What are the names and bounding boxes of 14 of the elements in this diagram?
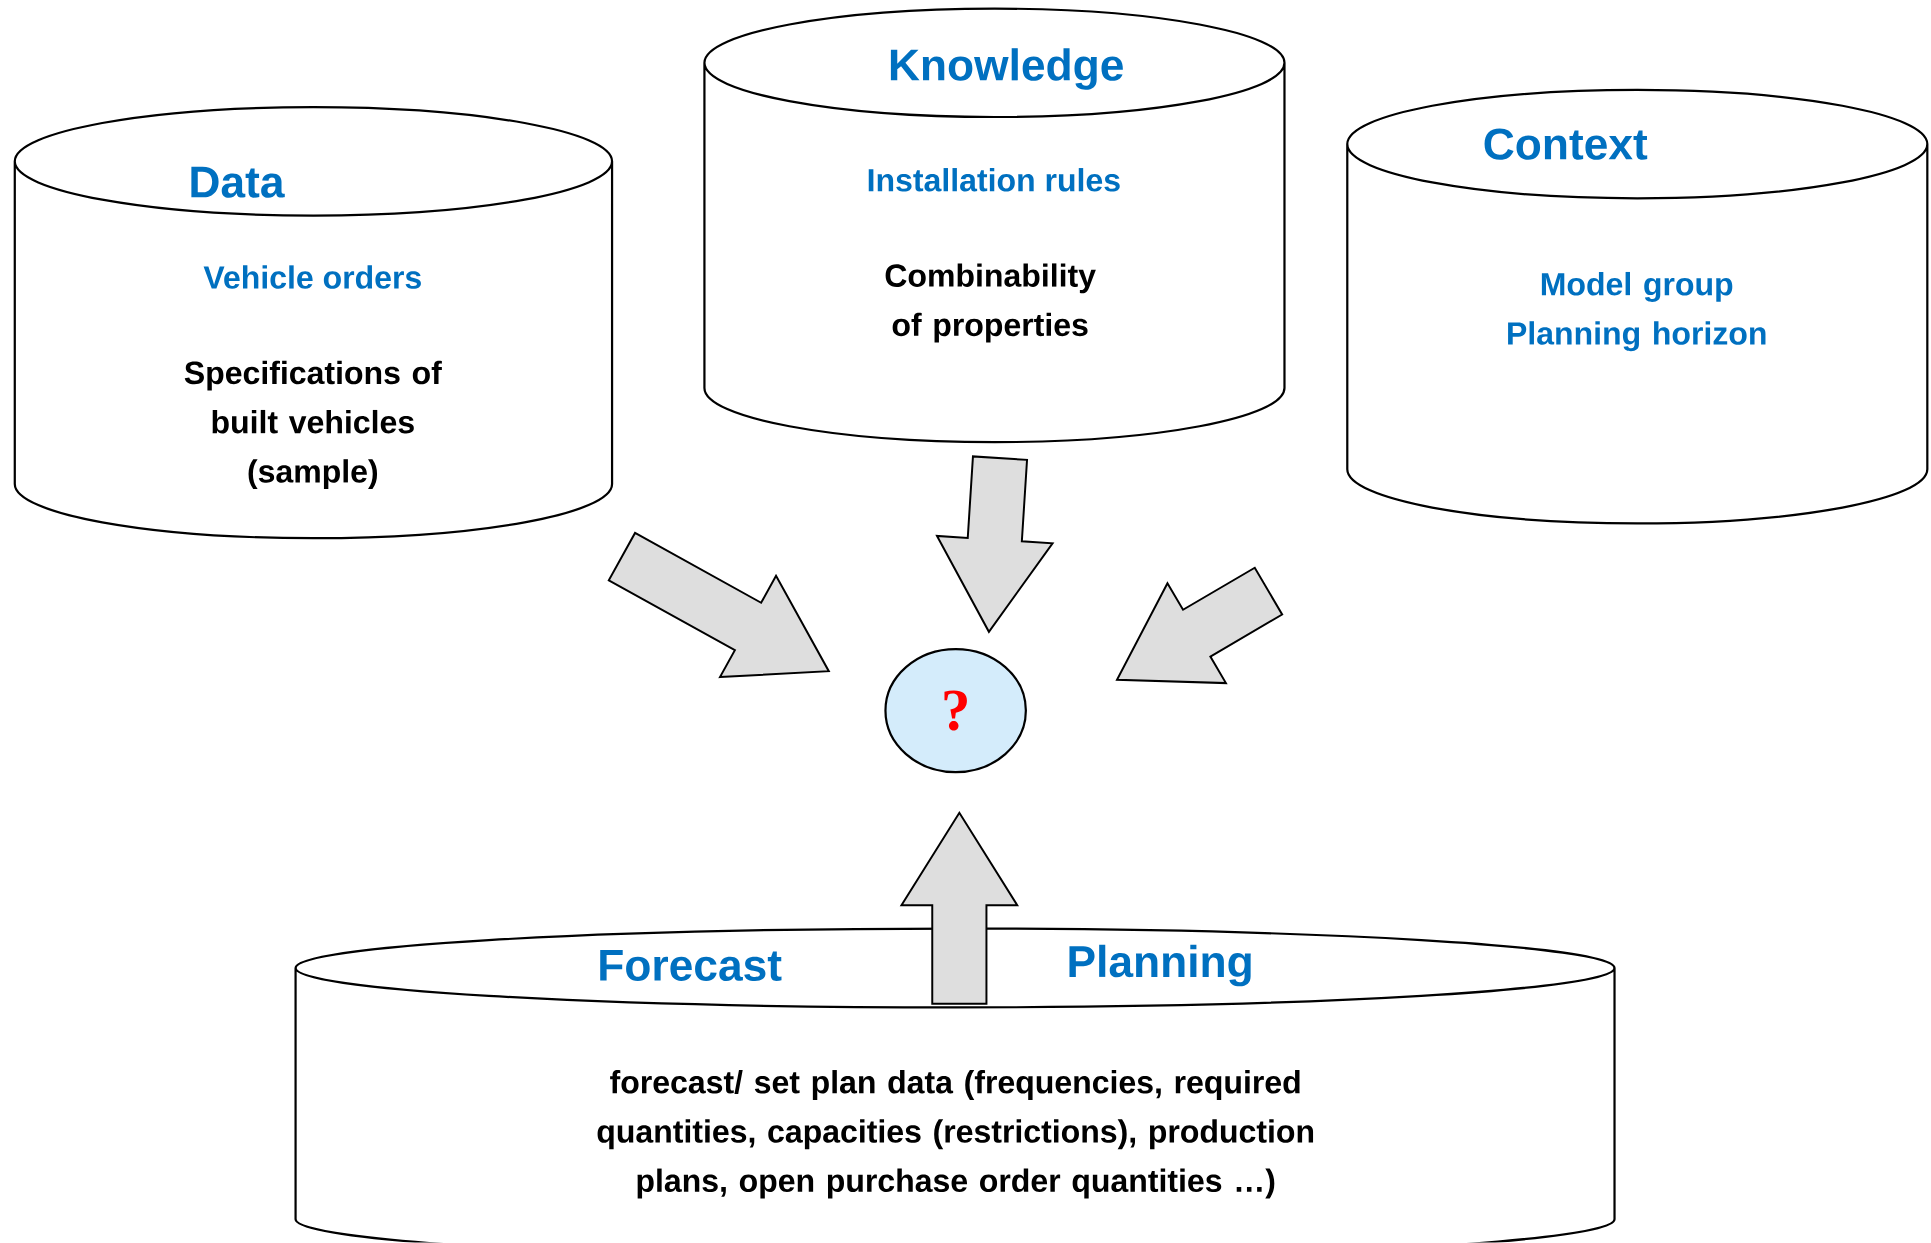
cylinder-title: Knowledge [890,48,1123,90]
description-text: Combinability of properties [885,263,1096,343]
description-text: Specifications of built vehicles (sample) [184,360,442,490]
description-text: forecast/ set plan data (frequencies, required quantities, capacities (restrictions), production plans, open purchase order quantities …) [597,1070,1314,1199]
cylinder-title: Data [191,167,285,198]
subheading: Model group Planning horizon [1508,272,1766,352]
block-arrow [607,531,831,679]
block-arrow [1115,566,1284,685]
block-arrow [899,811,1019,1005]
cylinder-title: Forecast [600,950,782,982]
subheading: Vehicle orders [203,265,421,290]
cylinder-title: Planning [1069,944,1251,987]
subheading: Installation rules [868,168,1120,192]
cylinder-title: Context [1484,128,1648,160]
